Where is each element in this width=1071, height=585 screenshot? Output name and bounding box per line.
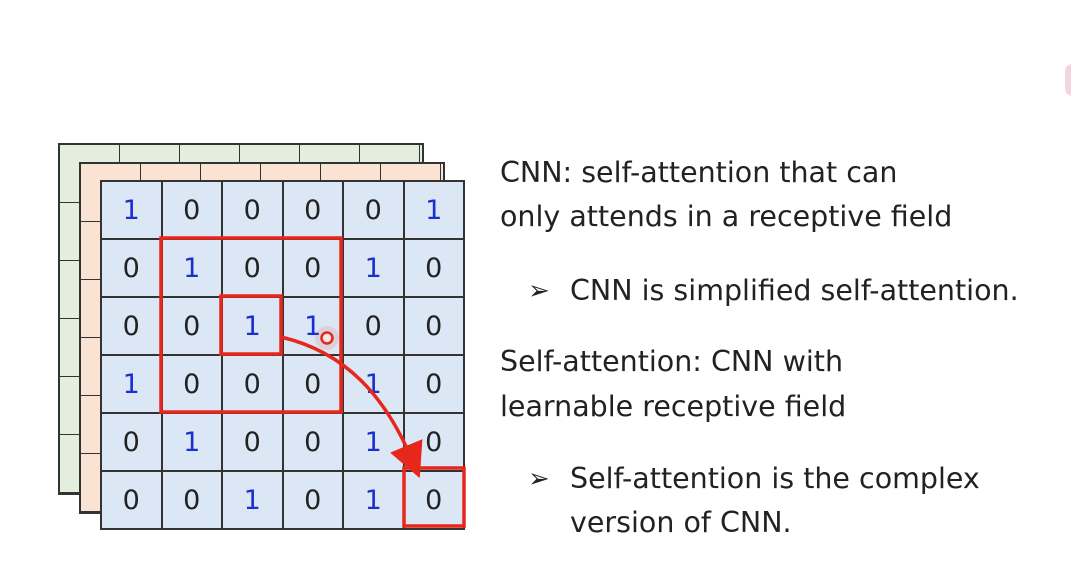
matrix-cell: 1 [223, 472, 284, 530]
bullet-arrow-icon: ➢ [528, 276, 550, 306]
self-attention-description-line2: learnable receptive field [500, 390, 847, 423]
matrix-cell: 0 [102, 240, 163, 298]
matrix-cell: 0 [223, 414, 284, 472]
matrix-cell: 1 [344, 356, 405, 414]
matrix-cell: 1 [102, 356, 163, 414]
matrix-cell: 0 [404, 472, 465, 530]
matrix-cell: 0 [162, 298, 223, 356]
matrix-cell: 1 [102, 182, 163, 240]
matrix-cell: 1 [283, 298, 344, 356]
matrix-cell: 0 [162, 472, 223, 530]
bullet-cnn-simplified: CNN is simplified self-attention. [570, 274, 1019, 307]
matrix-cell: 0 [102, 414, 163, 472]
matrix-cell: 1 [344, 240, 405, 298]
matrix-cell: 0 [283, 356, 344, 414]
matrix-cell: 1 [162, 414, 223, 472]
matrix-cell: 0 [102, 472, 163, 530]
bullet-self-attention-complex-line1: Self-attention is the complex [570, 462, 980, 495]
matrix-cell: 0 [344, 298, 405, 356]
matrix-cell: 0 [404, 356, 465, 414]
matrix-cell: 1 [344, 472, 405, 530]
matrix-cell: 1 [162, 240, 223, 298]
matrix-cell: 1 [404, 182, 465, 240]
bullet-arrow-icon: ➢ [528, 464, 550, 494]
matrix-cell: 0 [283, 472, 344, 530]
matrix-cell: 0 [404, 240, 465, 298]
matrix-cell: 1 [223, 298, 284, 356]
matrix-cell: 1 [344, 414, 405, 472]
matrix-cell: 0 [223, 240, 284, 298]
slide-edge-marker [1065, 64, 1071, 96]
matrix-cell: 0 [283, 240, 344, 298]
matrix-cell: 0 [283, 414, 344, 472]
matrix-cell: 0 [102, 298, 163, 356]
matrix-cell: 0 [404, 298, 465, 356]
cnn-description-line2: only attends in a receptive field [500, 200, 953, 233]
matrix-cell: 0 [404, 414, 465, 472]
matrix-cell: 0 [283, 182, 344, 240]
bullet-self-attention-complex-line2: version of CNN. [570, 506, 792, 539]
matrix-cell: 0 [162, 356, 223, 414]
matrix-cell: 0 [223, 182, 284, 240]
cnn-description-line1: CNN: self-attention that can [500, 156, 898, 189]
matrix-cell: 0 [223, 356, 284, 414]
self-attention-description-line1: Self-attention: CNN with [500, 345, 844, 378]
matrix-cell: 0 [162, 182, 223, 240]
matrix-cell: 0 [344, 182, 405, 240]
